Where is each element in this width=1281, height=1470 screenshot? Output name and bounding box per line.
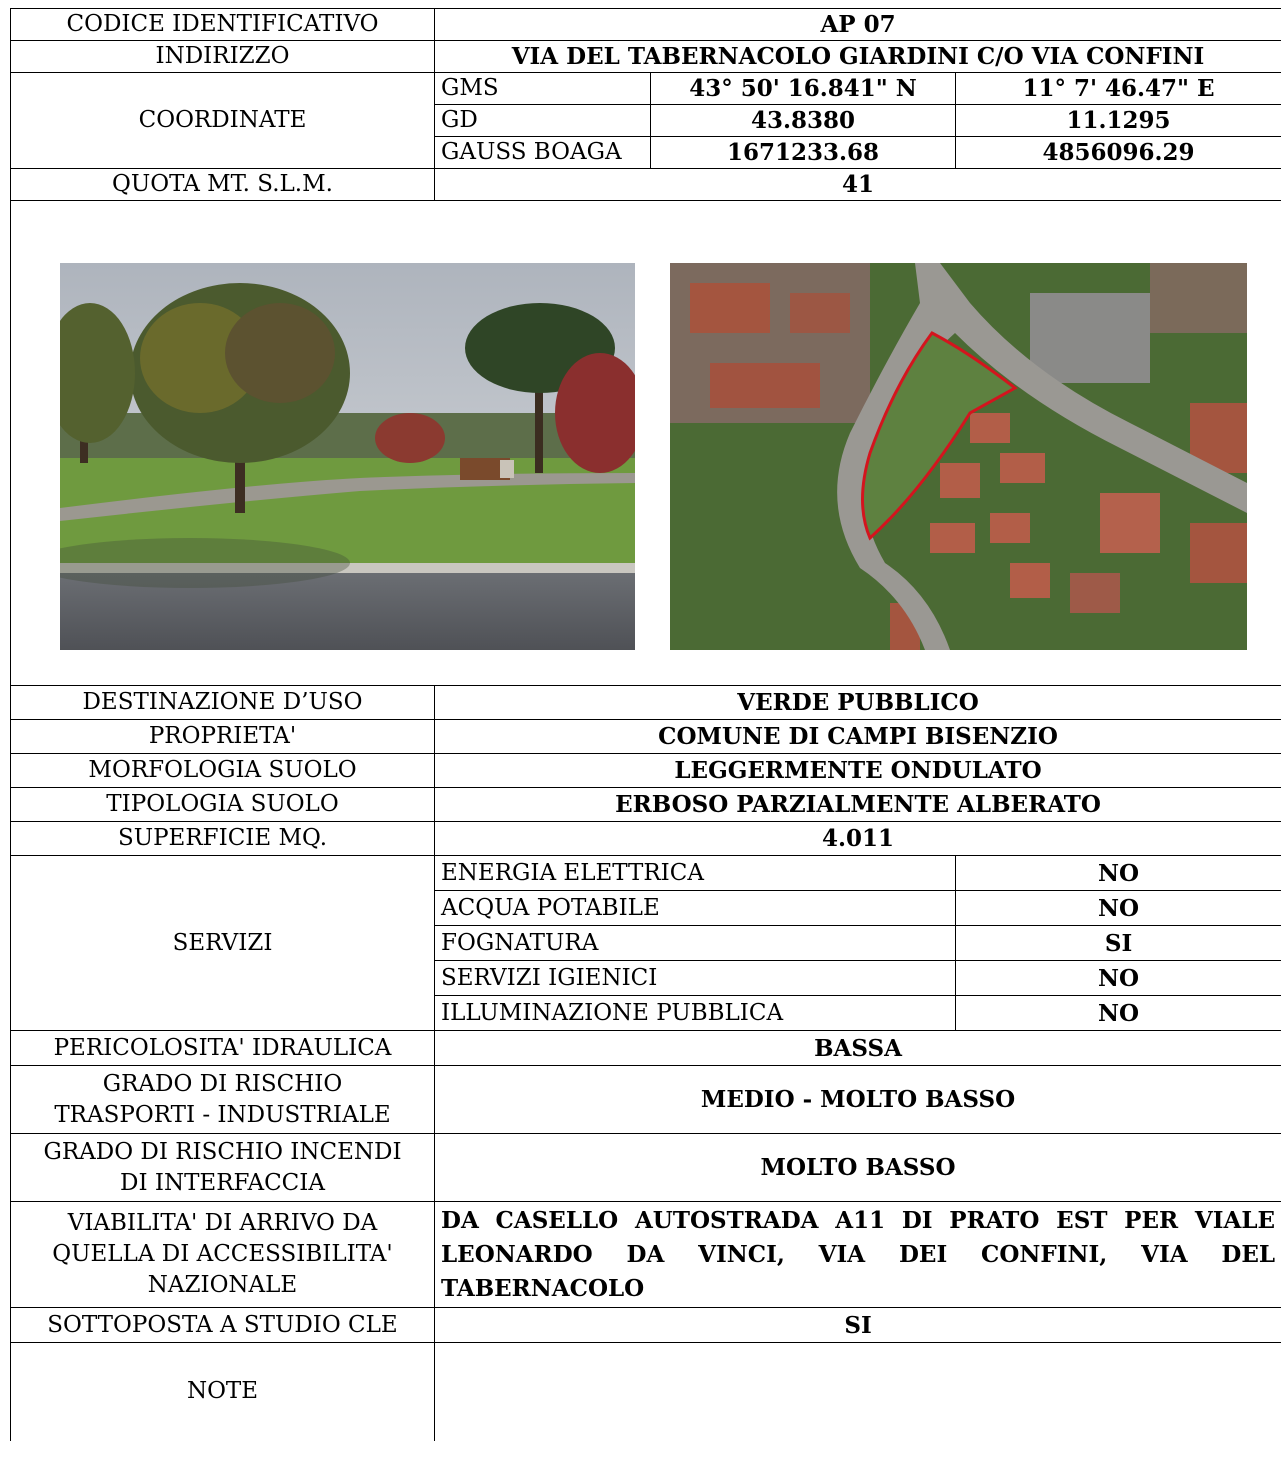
servizio-value: NO <box>954 995 1281 1031</box>
row-coord-gd: GD 43.8380 11.1295 <box>11 104 1281 137</box>
note-label: NOTE <box>10 1342 435 1441</box>
trasporti-label-line: TRASPORTI - INDUSTRIALE <box>54 1101 391 1128</box>
destinazione-value: VERDE PUBBLICO <box>433 685 1281 720</box>
cle-label: SOTTOPOSTA A STUDIO CLE <box>10 1307 435 1343</box>
servizio-value: NO <box>954 890 1281 926</box>
coord-lat-gauss: 1671233.68 <box>650 136 956 169</box>
row-codice: CODICE IDENTIFICATIVO AP 07 <box>10 8 1281 41</box>
coord-lon-gms: 11° 7' 46.47" E <box>954 72 1281 105</box>
quota-value: 41 <box>433 168 1281 201</box>
pericolosita-label: PERICOLOSITA' IDRAULICA <box>10 1030 435 1066</box>
row-photos <box>9 200 1281 686</box>
site-record-table: CODICE IDENTIFICATIVO AP 07 INDIRIZZO VI… <box>9 8 1281 1441</box>
street-view-photo-icon <box>60 263 635 650</box>
morfologia-value: LEGGERMENTE ONDULATO <box>433 753 1281 788</box>
aerial-map-photo-icon <box>670 263 1247 650</box>
row-indirizzo: INDIRIZZO VIA DEL TABERNACOLO GIARDINI C… <box>10 40 1281 73</box>
proprieta-value: COMUNE DI CAMPI BISENZIO <box>433 719 1281 754</box>
cle-value: SI <box>433 1307 1281 1343</box>
row-viabilita: VIABILITA' DI ARRIVO DA QUELLA DI ACCESS… <box>10 1201 1281 1308</box>
destinazione-label: DESTINAZIONE D’USO <box>10 685 435 720</box>
street-view-photo-drawing <box>60 263 635 650</box>
codice-value: AP 07 <box>433 8 1281 41</box>
viabilita-label-line: QUELLA DI ACCESSIBILITA' <box>52 1241 393 1267</box>
tipologia-value: ERBOSO PARZIALMENTE ALBERATO <box>433 787 1281 822</box>
row-superficie: SUPERFICIE MQ. 4.011 <box>10 821 1281 856</box>
codice-label: CODICE IDENTIFICATIVO <box>10 8 435 41</box>
photos-cell <box>9 200 1281 686</box>
row-rischio-trasporti: GRADO DI RISCHIO TRASPORTI - INDUSTRIALE… <box>10 1065 1281 1134</box>
quota-label: QUOTA MT. S.L.M. <box>10 168 435 201</box>
servizi-label: SERVIZI <box>10 855 435 1031</box>
trasporti-label: GRADO DI RISCHIO TRASPORTI - INDUSTRIALE <box>10 1065 435 1134</box>
coord-lat-gd: 43.8380 <box>650 104 956 137</box>
row-tipologia: TIPOLOGIA SUOLO ERBOSO PARZIALMENTE ALBE… <box>10 787 1281 822</box>
proprieta-label: PROPRIETA' <box>10 719 435 754</box>
coord-system-gd: GD <box>434 104 651 137</box>
row-morfologia: MORFOLOGIA SUOLO LEGGERMENTE ONDULATO <box>10 753 1281 788</box>
coord-lat-gms: 43° 50' 16.841" N <box>650 72 956 105</box>
site-record-sheet: CODICE IDENTIFICATIVO AP 07 INDIRIZZO VI… <box>9 8 1281 1441</box>
row-servizio: FOGNATURA SI <box>11 925 1281 961</box>
servizio-name: ENERGIA ELETTRICA <box>434 855 956 891</box>
indirizzo-label: INDIRIZZO <box>10 40 435 73</box>
note-value <box>433 1342 1281 1441</box>
incendi-value: MOLTO BASSO <box>433 1133 1281 1202</box>
coord-system-gauss: GAUSS BOAGA <box>434 136 651 169</box>
servizio-value: NO <box>954 960 1281 996</box>
coord-lon-gd: 11.1295 <box>954 104 1281 137</box>
trasporti-value: MEDIO - MOLTO BASSO <box>433 1065 1281 1134</box>
coordinate-label: COORDINATE <box>10 72 435 169</box>
row-proprieta: PROPRIETA' COMUNE DI CAMPI BISENZIO <box>10 719 1281 754</box>
servizio-name: ILLUMINAZIONE PUBBLICA <box>434 995 956 1031</box>
superficie-label: SUPERFICIE MQ. <box>10 821 435 856</box>
servizio-value: NO <box>954 855 1281 891</box>
aerial-map-drawing <box>670 263 1247 650</box>
row-cle: SOTTOPOSTA A STUDIO CLE SI <box>10 1307 1281 1343</box>
incendi-label: GRADO DI RISCHIO INCENDI DI INTERFACCIA <box>10 1133 435 1202</box>
row-quota: QUOTA MT. S.L.M. 41 <box>10 168 1281 201</box>
row-servizio: ACQUA POTABILE NO <box>11 890 1281 926</box>
incendi-label-line: GRADO DI RISCHIO INCENDI <box>43 1138 402 1165</box>
servizio-name: SERVIZI IGIENICI <box>434 960 956 996</box>
viabilita-label-line: NAZIONALE <box>147 1272 298 1298</box>
row-destinazione: DESTINAZIONE D’USO VERDE PUBBLICO <box>10 685 1281 720</box>
viabilita-value: DA CASELLO AUTOSTRADA A11 DI PRATO EST P… <box>433 1201 1281 1308</box>
coord-system-gms: GMS <box>434 72 651 105</box>
row-servizio: SERVIZI IGIENICI NO <box>11 960 1281 996</box>
row-rischio-incendi: GRADO DI RISCHIO INCENDI DI INTERFACCIA … <box>10 1133 1281 1202</box>
morfologia-label: MORFOLOGIA SUOLO <box>10 753 435 788</box>
servizio-name: FOGNATURA <box>434 925 956 961</box>
row-servizio: SERVIZI ENERGIA ELETTRICA NO <box>10 855 1281 1031</box>
trasporti-label-line: GRADO DI RISCHIO <box>102 1070 343 1097</box>
coord-lon-gauss: 4856096.29 <box>954 136 1281 169</box>
row-coord-gms: COORDINATE GMS 43° 50' 16.841" N 11° 7' … <box>10 72 1281 169</box>
viabilita-label: VIABILITA' DI ARRIVO DA QUELLA DI ACCESS… <box>10 1201 435 1308</box>
row-note: NOTE <box>10 1342 1281 1441</box>
row-pericolosita: PERICOLOSITA' IDRAULICA BASSA <box>10 1030 1281 1066</box>
row-servizio: ILLUMINAZIONE PUBBLICA NO <box>11 995 1281 1031</box>
pericolosita-value: BASSA <box>433 1030 1281 1066</box>
servizio-name: ACQUA POTABILE <box>434 890 956 926</box>
superficie-value: 4.011 <box>433 821 1281 856</box>
tipologia-label: TIPOLOGIA SUOLO <box>10 787 435 822</box>
servizio-value: SI <box>954 925 1281 961</box>
incendi-label-line: DI INTERFACCIA <box>120 1169 325 1196</box>
indirizzo-value: VIA DEL TABERNACOLO GIARDINI C/O VIA CON… <box>433 40 1281 73</box>
viabilita-label-line: VIABILITA' DI ARRIVO DA <box>67 1210 378 1236</box>
